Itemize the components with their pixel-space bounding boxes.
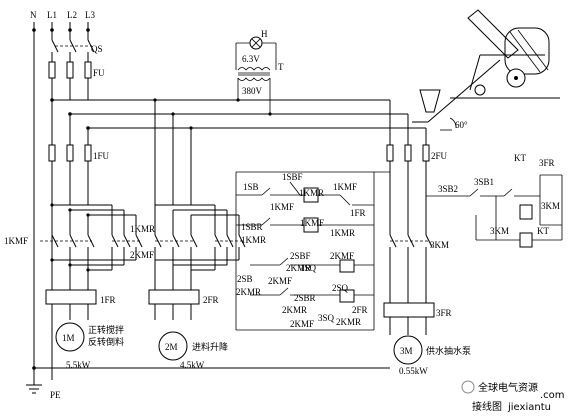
ctrl-2sbf: 2SBF [290, 251, 311, 261]
ctrl-1sbr: 1SBR [241, 222, 263, 232]
lamp-label: H [261, 29, 268, 39]
mixer-illustration [412, 9, 560, 131]
motor-2-label: 进料升降 [192, 341, 228, 353]
ctrl-3km-aux: 3KM [490, 226, 509, 236]
ctrl-2sbr: 2SBR [294, 293, 316, 303]
ctrl-kt-top: KT [514, 153, 526, 163]
motor-1 [55, 322, 85, 352]
main-buses [50, 98, 427, 145]
motor3-contactors [389, 161, 433, 303]
ctrl-2fr: 2FR [352, 305, 368, 315]
control-circuit-pump [426, 174, 563, 248]
ctrl-3sb2: 3SB2 [438, 184, 458, 194]
2kmr-label: 2KMR [236, 287, 261, 297]
transformer-label: T [278, 62, 284, 72]
2fu-label: 2FU [431, 151, 448, 161]
voltage-low-label: 6.3V [242, 54, 260, 64]
ctrl-1sq: 1SQ [300, 263, 317, 273]
ctrl-3sb1: 3SB1 [474, 177, 494, 187]
motor-2-power: 4.5kW [180, 360, 205, 370]
motor-2-id: 2M [165, 342, 178, 352]
supply-lines [32, 22, 90, 378]
phase-l2-label: L2 [67, 10, 77, 20]
watermark-com: .com [540, 390, 565, 401]
ctrl-2kmf-b: 2KMF [268, 276, 292, 286]
ctrl-3sq: 3SQ [318, 313, 335, 323]
qs-label: QS [91, 44, 103, 54]
phase-l3-label: L3 [85, 10, 95, 20]
ctrl-2sq: 2SQ [332, 283, 349, 293]
watermark: 全球电气资源 接线图 jiexiantu .com [461, 380, 565, 413]
voltage-high-label: 380V [242, 86, 263, 96]
2fr-relay [148, 289, 200, 320]
motor-1-label-2: 反转倒料 [88, 336, 124, 348]
transformer-indicator [235, 36, 277, 116]
ctrl-1kmf-b: 1KMF [270, 202, 294, 212]
phase-l1-label: L1 [47, 10, 57, 20]
control-circuit [235, 171, 390, 331]
mixer-angle: 60° [455, 120, 468, 130]
3km-label: 3KM [430, 240, 449, 250]
motor-2 [158, 331, 188, 361]
ctrl-1fr: 1FR [350, 208, 366, 218]
3fr-label: 3FR [436, 308, 452, 318]
1fu-fuses [48, 144, 92, 162]
ctrl-2kmf-a: 2KMF [330, 251, 354, 261]
ctrl-1kmf-a: 1KMF [333, 182, 357, 192]
motor-1-id: 1M [62, 333, 75, 343]
phase-n-label: N [30, 10, 37, 20]
motor1-contactors [40, 161, 143, 290]
ctrl-1kmr-b: 1KMR [330, 228, 355, 238]
qs-switch [51, 39, 95, 62]
wechat-icon [461, 380, 475, 394]
ctrl-2kmf-c: 2KMF [290, 319, 314, 329]
motor-1-label-1: 正转搅拌 [88, 324, 124, 336]
ctrl-2kmr-c: 2KMR [336, 317, 361, 327]
ctrl-1kmr-a: 1KMR [299, 188, 324, 198]
ctrl-1sb: 1SB [243, 182, 259, 192]
1fr-relay [45, 289, 97, 320]
fu-label: FU [93, 68, 105, 78]
1fu-label: 1FU [93, 151, 110, 161]
1kmf-label: 1KMF [4, 236, 28, 246]
ctrl-kt-coil: KT [537, 226, 549, 236]
ctrl-3fr: 3FR [539, 158, 555, 168]
2fu-fuses [386, 144, 430, 162]
watermark-site: jiexiantu [507, 402, 551, 413]
3fr-relay [383, 302, 435, 335]
ctrl-3km-coil: 3KM [541, 201, 560, 211]
2fr-label: 2FR [203, 295, 219, 305]
motor-3-label: 供水抽水泵 [426, 345, 471, 357]
pe-bus [26, 366, 390, 394]
motor-1-power: 5.5kW [66, 360, 91, 370]
1fr-label: 1FR [100, 295, 116, 305]
motor-3-id: 3M [400, 346, 413, 356]
ctrl-2sb: 2SB [237, 274, 253, 284]
watermark-logo-text: 接线图 [472, 400, 502, 413]
motor-3-power: 0.55kW [399, 366, 428, 376]
2kmf-label-left: 2KMF [130, 250, 154, 260]
1kmr-label: 1KMR [130, 224, 155, 234]
watermark-brand: 全球电气资源 [478, 381, 538, 394]
ctrl-2kmr-b: 2KMR [282, 305, 307, 315]
motor-3 [393, 335, 423, 365]
ctrl-1sbf: 1SBF [282, 172, 303, 182]
motor2-contactors [153, 98, 246, 290]
ctrl-1kmf-c: 1KMF [300, 218, 324, 228]
ctrl-1kmr-c: 1KMR [241, 235, 266, 245]
ctrl-2kmr-a: 2KMR [286, 263, 311, 273]
pe-label: PE [50, 390, 61, 400]
